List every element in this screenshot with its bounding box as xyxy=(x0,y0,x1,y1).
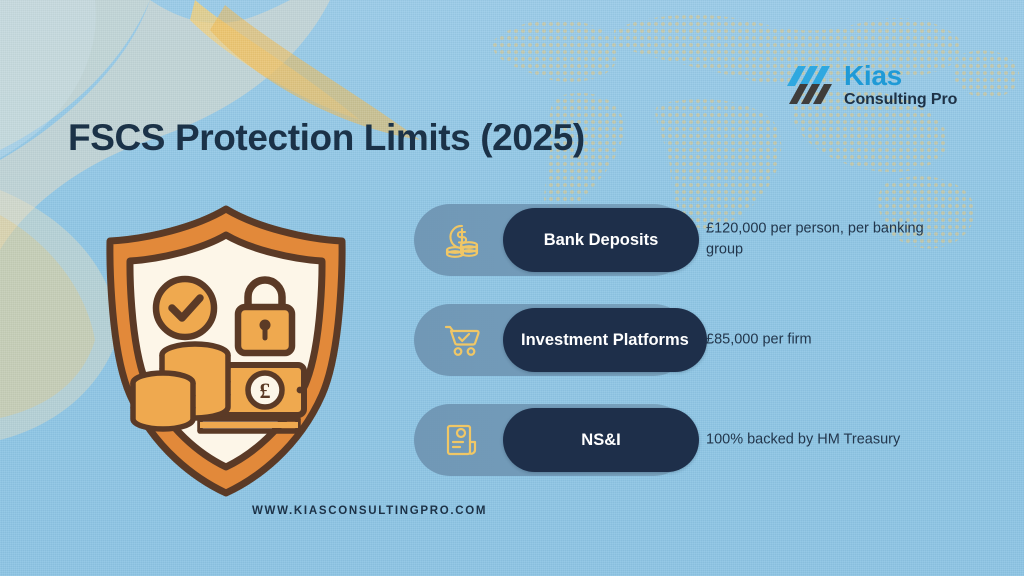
brand-logo: Kias Consulting Pro xyxy=(785,62,957,108)
coins-dollar-icon xyxy=(424,204,500,276)
page-title: FSCS Protection Limits (2025) xyxy=(68,117,585,158)
row-label: NS&I xyxy=(581,430,621,449)
shopping-cart-check-icon xyxy=(424,304,500,376)
protection-shield-illustration: £ xyxy=(100,205,352,497)
logo-name-primary: Kias xyxy=(844,60,902,91)
row-investment-platforms: Investment Platforms £85,000 per firm xyxy=(414,304,1014,376)
certificate-seal-icon xyxy=(424,404,500,476)
logo-mark-icon xyxy=(787,66,832,104)
logo-wordmark: Kias Consulting Pro xyxy=(844,62,957,108)
shield-icon: £ xyxy=(106,205,346,497)
row-label-pill[interactable]: Investment Platforms xyxy=(503,308,707,372)
row-label-pill[interactable]: NS&I xyxy=(503,408,699,472)
row-label-pill[interactable]: Bank Deposits xyxy=(503,208,699,272)
website-url: WWW.KIASCONSULTINGPRO.COM xyxy=(252,505,488,517)
protection-rows: Bank Deposits £120,000 per person, per b… xyxy=(414,204,1014,476)
row-nsandi: NS&I 100% backed by HM Treasury xyxy=(414,404,1014,476)
svg-text:£: £ xyxy=(260,378,271,403)
row-label: Bank Deposits xyxy=(543,230,659,249)
row-description: £85,000 per firm xyxy=(706,331,812,348)
row-description: 100% backed by HM Treasury xyxy=(706,431,901,448)
logo-name-secondary: Consulting Pro xyxy=(844,91,958,108)
row-bank-deposits: Bank Deposits £120,000 per person, per b… xyxy=(414,204,1014,276)
row-label: Investment Platforms xyxy=(521,330,689,349)
row-description: £120,000 per person, per banking group xyxy=(706,220,924,258)
